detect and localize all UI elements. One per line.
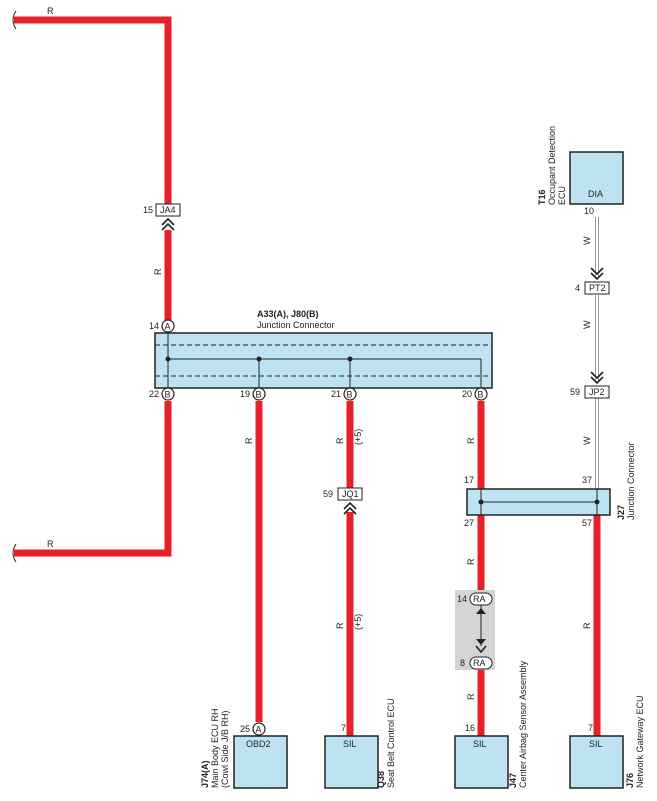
jp2-pin: 59 [570,387,580,397]
svg-text:OBD2: OBD2 [246,739,271,749]
wire-color-labels: R R R R R (+5) R (+5) R R R R W W W [47,6,592,700]
red-wires [14,16,601,736]
component-q38: SIL [324,735,379,789]
label-r-j76: R [582,622,592,629]
label-r-obd2: R [244,437,254,444]
q38-pin: 7 [341,723,346,733]
a33-pin-14: A [161,319,175,333]
j74-name-2: (Cowl Side J/B RH) [220,710,230,788]
a33-pin-14-label: 14 [149,321,159,331]
a33-code: A33(A), J80(B) [257,309,319,319]
label-r-q38: R [335,622,345,629]
component-j76: SIL [569,735,624,789]
label-r-bottom: R [47,539,54,549]
component-t16: DIA [569,151,624,205]
a33-pin-19: B [252,387,266,401]
connector-ja4: JA4 [155,203,181,231]
svg-text:SIL: SIL [589,739,603,749]
arrow-down-icon [476,639,486,645]
svg-text:B: B [165,390,171,400]
svg-text:DIA: DIA [588,189,603,199]
wire-break-top [12,10,17,30]
j76-name: Network Gateway ECU [635,695,645,788]
junction-connector-j27 [466,488,611,516]
j47-pin: 16 [465,723,475,733]
a33-pin-20: B [474,387,488,401]
a33-name: Junction Connector [257,320,335,330]
j76-code: J76 [625,773,635,788]
chevron-up-icon [343,501,357,510]
component-j74: OBD2 A [233,722,288,789]
q38-code: Q38 [376,771,386,788]
j76-pin: 7 [588,723,593,733]
svg-text:B: B [347,390,353,400]
chevron-down-icon [590,371,604,380]
a33-pin-21-label: 21 [331,389,341,399]
svg-text:RA: RA [473,658,486,668]
svg-text:B: B [256,390,262,400]
arrow-up-icon [476,608,486,614]
j27-pin-57: 57 [582,518,592,528]
connector-jp2: JP2 [584,371,610,399]
pt2-pin: 4 [575,283,580,293]
t16-pin: 10 [584,206,594,216]
connector-ra: RA RA [455,590,495,670]
j27-code: J27 [616,505,626,520]
svg-text:JP2: JP2 [589,387,605,397]
j47-name: Center Airbag Sensor Assembly [518,660,528,788]
jq1-pin: 59 [323,489,333,499]
svg-text:A: A [165,322,171,332]
chevron-up-icon [161,217,175,226]
svg-text:JA4: JA4 [160,205,176,215]
label-shield-jq1: (+5) [353,429,363,445]
j74-name-1: Main Body ECU RH [210,708,220,788]
t16-name-1: Occupant Detection [547,126,557,205]
label-r-j47: R [466,693,476,700]
j27-name: Junction Connector [626,442,636,520]
chevron-down-icon [590,267,604,276]
j47-code: J47 [508,773,518,788]
svg-text:A: A [256,725,262,735]
a33-pin-21: B [343,387,357,401]
svg-text:PT2: PT2 [589,283,606,293]
svg-text:RA: RA [473,594,486,604]
a33-pin-22-label: 22 [149,389,159,399]
svg-text:SIL: SIL [343,739,357,749]
ra-pin-top: 14 [457,594,467,604]
label-w-2: W [582,320,592,329]
label-shield-q38: (+5) [353,614,363,630]
a33-pin-20-label: 20 [462,389,472,399]
q38-name: Seat Belt Control ECU [386,698,396,788]
t16-name-2: ECU [557,186,567,205]
j74-code: J74(A) [200,760,210,788]
wire-bottom-left [14,401,172,557]
j27-pin-27: 27 [464,518,474,528]
label-w-1: W [582,236,592,245]
svg-text:B: B [478,390,484,400]
wire-top-left [14,16,172,204]
component-j47: SIL [454,735,509,789]
j74-pin: 25 [240,724,250,734]
label-r-jq1: R [335,437,345,444]
j27-pin-17: 17 [464,475,474,485]
svg-text:SIL: SIL [473,739,487,749]
t16-code: T16 [537,189,547,205]
label-r-ja4: R [153,268,163,275]
label-r-top: R [47,6,54,16]
label-r-j27: R [466,437,476,444]
label-w-3: W [582,436,592,445]
junction-connector-a33 [154,332,493,389]
j27-pin-37: 37 [582,475,592,485]
ja4-pin: 15 [143,205,153,215]
ra-pin-bottom: 8 [460,658,465,668]
wire-break-bottom [12,543,17,563]
connector-jq1: JQ1 [337,487,363,515]
svg-text:JQ1: JQ1 [342,489,359,499]
connector-pt2: PT2 [584,267,610,295]
a33-pin-19-label: 19 [240,389,250,399]
a33-pin-22: B [161,387,175,401]
label-r-ra: R [466,558,476,565]
